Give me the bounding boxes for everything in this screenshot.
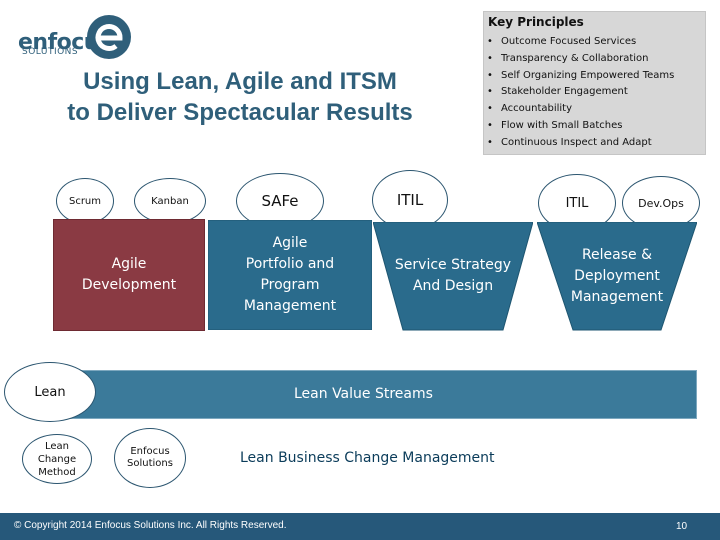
service-strategy-shape (373, 222, 533, 331)
kanban-ellipse: Kanban (134, 178, 206, 224)
key-principles-list: •Outcome Focused Services •Transparency … (487, 34, 674, 152)
agile-portfolio-shape (208, 220, 372, 330)
release-block: Release & Deployment Management (570, 246, 664, 305)
release-shape (537, 222, 697, 331)
slide-title: Using Lean, Agile and ITSM to Deliver Sp… (30, 66, 450, 128)
lean-change-method-ellipse: Lean Change Method (22, 434, 92, 484)
copyright-text: © Copyright 2014 Enfocus Solutions Inc. … (14, 520, 287, 531)
lean-value-streams-label: Lean Value Streams (294, 386, 433, 402)
logo-tagline: SOLUTIONS (22, 47, 79, 57)
footer-bar (0, 513, 720, 540)
agile-portfolio-block: Agile Portfolio and Program Management (243, 235, 337, 314)
principle-item: •Self Organizing Empowered Teams (487, 69, 675, 81)
lean-ellipse: Lean (4, 362, 96, 422)
logo-e-icon (87, 15, 131, 59)
principle-item: •Accountability (487, 103, 573, 115)
scrum-ellipse: Scrum (56, 178, 114, 224)
principle-item: •Flow with Small Batches (487, 119, 623, 131)
principle-item: •Continuous Inspect and Adapt (487, 136, 652, 148)
itil-ellipse: ITIL (372, 170, 448, 230)
title-line-2: to Deliver Spectacular Results (67, 99, 413, 126)
service-strategy-block: Service Strategy And Design (394, 257, 512, 294)
principle-item: •Outcome Focused Services (487, 36, 637, 47)
principle-item: •Transparency & Collaboration (487, 52, 649, 64)
title-line-1: Using Lean, Agile and ITSM (83, 68, 397, 95)
devops-ellipse: Dev.Ops (622, 176, 700, 230)
principle-item: •Stakeholder Engagement (487, 86, 628, 98)
agile-development-block: Agile Development (53, 219, 205, 331)
enfocus-solutions-ellipse: Enfocus Solutions (114, 428, 186, 488)
page-number: 10 (676, 521, 688, 532)
key-principles-heading: Key Principles (488, 15, 584, 29)
lean-business-change-label: Lean Business Change Management (240, 450, 495, 466)
key-principles-panel (483, 11, 706, 155)
lean-value-streams-band (57, 370, 697, 419)
